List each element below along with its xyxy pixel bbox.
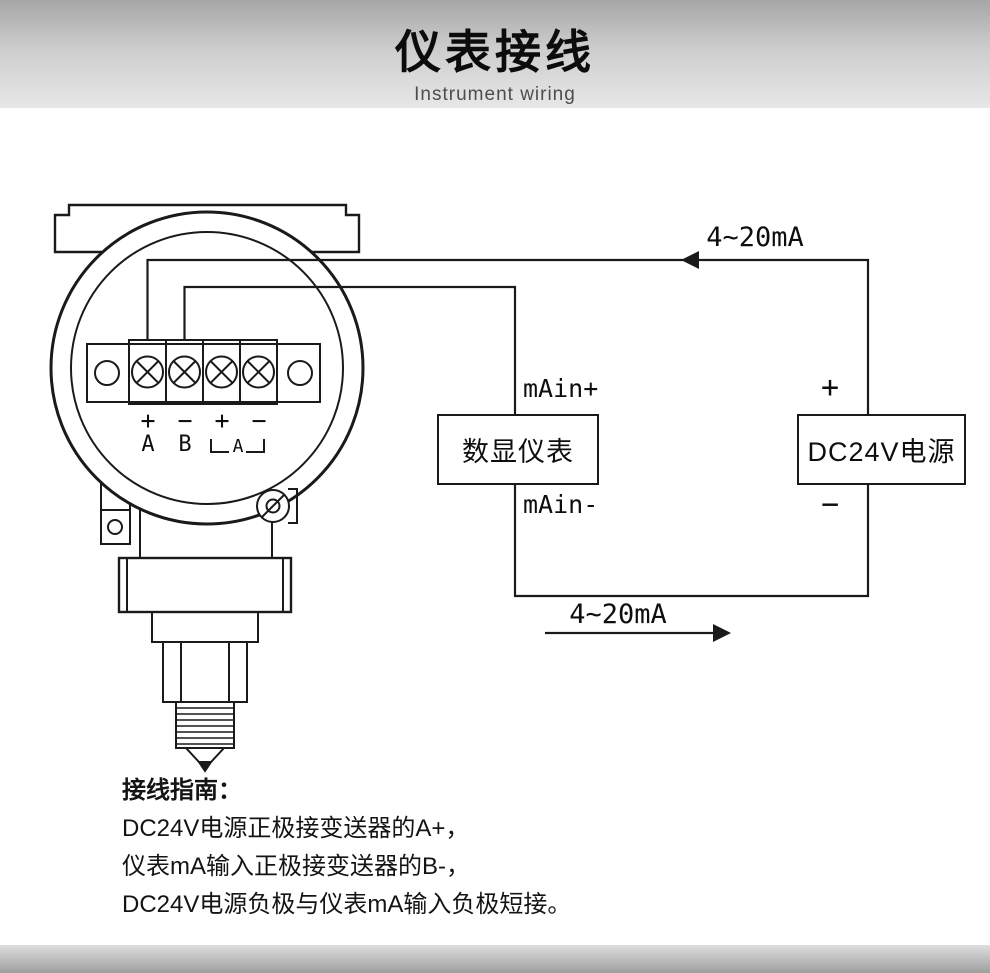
guide-line-3: DC24V电源负极与仪表mA输入负极短接。 [122,891,572,918]
tab-hole [107,519,123,535]
flow-arrow-right-icon [713,624,731,642]
housing-inner-circle [70,231,344,505]
terminal-screws [131,355,275,389]
guide-heading: 接线指南： [122,777,242,804]
wiring-lines [146,258,870,635]
strip-hole-left [94,360,120,386]
guide-line-2: 仪表mA输入正极接变送器的B-， [122,853,470,880]
strip-hole-right [287,360,313,386]
flow-arrow-left-icon [681,251,699,269]
header-bar: 仪表接线 Instrument wiring [0,0,990,108]
power-minus-label: − [820,487,840,522]
ma-in-minus-label: mAin- [523,490,599,519]
transmitter-drawing [49,203,365,773]
thread-section [175,701,235,749]
terminal-pair-bracket [210,439,265,453]
ground-screw-bracket [288,488,298,524]
ma-in-plus-label: mAin+ [523,374,599,403]
wire-power-plus [146,258,870,414]
power-plus-label: + [820,370,840,405]
guide-line-1: DC24V电源正极接变送器的A+， [122,815,470,842]
instrument-box: 数显仪表 [437,414,599,485]
footer-bar [0,945,990,973]
body-block [117,556,293,614]
terminal-label-b: B [178,432,192,457]
hex-nut [162,641,248,703]
page-subtitle: Instrument wiring [414,84,576,105]
wire-return [513,481,870,598]
wiring-guide: 接线指南： DC24V电源正极接变送器的A+， 仪表mA输入正极接变送器的B-，… [122,772,571,924]
top-flow-label: 4~20mA [706,222,804,253]
body-flange [151,611,259,643]
power-box: DC24V电源 [797,414,966,485]
terminal-sign-1: + [140,406,156,435]
terminal-label-a: A [141,432,155,457]
terminal-sign-2: − [177,406,193,435]
terminal-sign-4: − [251,406,267,435]
wire-to-instrument [183,285,517,414]
terminal-sign-3: + [214,406,230,435]
terminal-bracket-label: A [232,436,244,457]
sensor-tip [183,747,227,763]
page-title: 仪表接线 [395,26,595,78]
bottom-flow-label: 4~20mA [569,599,667,630]
thread-hatch [177,707,233,745]
